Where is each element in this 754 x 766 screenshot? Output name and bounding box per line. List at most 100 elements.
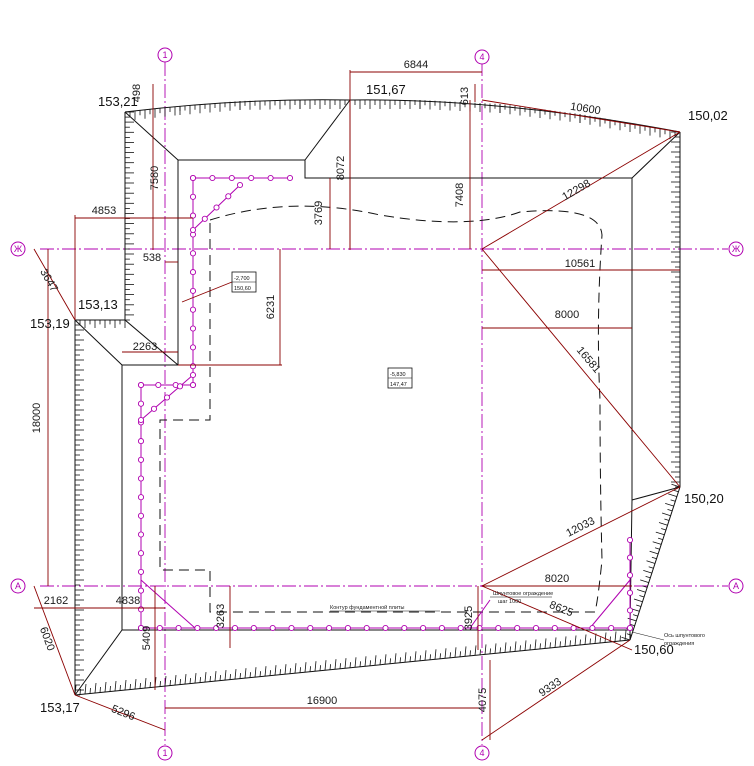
elevation-right-mid: 150,20 xyxy=(684,491,724,506)
dim-12298: 12298 xyxy=(560,178,592,204)
sheet-pile xyxy=(189,287,197,294)
sheet-pile xyxy=(155,381,162,389)
hatch-tick xyxy=(394,653,397,664)
hatch-tick xyxy=(652,541,662,545)
sheet-pile xyxy=(236,181,244,189)
dim-4838: 4838 xyxy=(116,595,140,607)
dimension-lines xyxy=(33,70,681,741)
level-box-center-top: -5,830 xyxy=(390,372,406,378)
hatch-tick xyxy=(549,642,551,648)
axis-label: А xyxy=(15,581,21,591)
sheet-pile xyxy=(137,475,145,482)
dim-9333: 9333 xyxy=(537,676,564,700)
fence-axis-note-line2: ограждения xyxy=(664,641,694,647)
sheet-pile xyxy=(189,371,197,379)
dim-line-10600 xyxy=(481,99,681,133)
hatch-tick xyxy=(670,499,676,502)
hatch-tick xyxy=(621,636,631,641)
axis-bubble-zh-right: Ж xyxy=(728,241,744,257)
hatch-tick xyxy=(489,648,491,654)
sheet-pile xyxy=(176,383,184,390)
elevation-left-outer: 153,19 xyxy=(30,316,70,331)
hatch-tick xyxy=(314,661,317,672)
axis-grid: 1 1 4 4 Ж Ж А А xyxy=(10,47,744,761)
hatch-tick xyxy=(84,683,87,695)
hatch-tick xyxy=(579,639,581,646)
hatch-tick xyxy=(209,676,211,682)
hatch-tick xyxy=(671,483,681,488)
sheet-pile xyxy=(231,624,239,632)
sheet-pile xyxy=(189,306,197,313)
sheet-pile xyxy=(137,494,145,501)
hatch-tick xyxy=(264,666,267,677)
hatch-tick xyxy=(279,669,281,675)
dim-2162: 2162 xyxy=(44,595,68,607)
sheet-pile xyxy=(137,512,145,519)
dim-6844: 6844 xyxy=(404,59,428,71)
dim-line-16581 xyxy=(481,248,681,488)
dim-line-3647 xyxy=(33,248,76,321)
sheet-pile xyxy=(626,589,634,596)
fence-axis-line xyxy=(140,177,631,629)
hatch-tick xyxy=(169,680,171,686)
hatch-tick xyxy=(129,683,131,690)
sheet-pile xyxy=(401,624,408,632)
hatch-tick xyxy=(626,633,632,636)
dim-3263: 3263 xyxy=(215,604,227,628)
hatch-tick xyxy=(399,657,401,663)
hatch-tick xyxy=(574,635,577,646)
slab-contour xyxy=(159,205,603,613)
sheet-pile xyxy=(189,250,197,257)
dim-538: 538 xyxy=(143,252,161,264)
sheet-pile xyxy=(213,624,220,632)
sheet-pile xyxy=(250,624,257,632)
hatch-tick xyxy=(444,648,447,659)
hatch-tick xyxy=(665,503,674,507)
hatch-tick xyxy=(584,634,587,645)
leader-left-box xyxy=(181,281,233,303)
sheet-pile xyxy=(189,325,197,332)
sheet-pile xyxy=(608,624,615,632)
sheet-pile xyxy=(201,215,208,222)
sheet-piles xyxy=(137,174,634,632)
hatch-tick xyxy=(645,576,651,579)
hatch-tick xyxy=(224,670,227,681)
hatch-tick xyxy=(234,669,237,680)
sheet-pile xyxy=(137,531,145,538)
elevation-marks: 153,21 151,67 150,02 153,13 153,19 150,2… xyxy=(30,82,728,715)
elevation-bottom-left: 153,17 xyxy=(40,700,80,715)
hatch-tick xyxy=(104,681,107,693)
sheet-pile xyxy=(626,536,634,544)
dim-4075: 4075 xyxy=(477,688,489,712)
axis-label: Ж xyxy=(732,244,741,254)
axis-label: Ж xyxy=(14,244,23,254)
hatch-tick xyxy=(633,598,643,603)
sheet-pile xyxy=(137,400,145,407)
pit-outline xyxy=(74,99,681,696)
sheet-pile xyxy=(626,624,634,632)
hatch-tick xyxy=(434,649,437,660)
sheet-pile xyxy=(495,624,502,632)
hatch-tick xyxy=(404,652,407,663)
sheet-pile xyxy=(137,550,145,557)
sheet-pile xyxy=(150,405,158,412)
hatch-tick xyxy=(294,663,297,674)
hatch-tick xyxy=(646,560,656,564)
hatch-tick xyxy=(599,637,601,644)
hatch-tick xyxy=(164,676,167,687)
hatch-tick xyxy=(354,657,357,668)
sheet-pile xyxy=(137,381,145,389)
hatch-tick xyxy=(274,665,277,676)
hatch-tick xyxy=(673,489,679,493)
hatch-tick xyxy=(667,509,673,512)
fence-note-line2: шаг 1000 xyxy=(498,599,521,605)
slope-corner-bl xyxy=(74,629,123,696)
level-box-center-bottom: 147,47 xyxy=(390,382,407,388)
sheet-pile xyxy=(269,624,276,632)
hatch-tick xyxy=(494,643,497,654)
axis-bubble-4-bottom: 4 xyxy=(474,745,490,761)
slope-corner-tr xyxy=(631,131,681,179)
hatch-tick xyxy=(364,656,367,667)
hatch-tick xyxy=(119,684,121,691)
hatch-tick xyxy=(179,679,181,685)
